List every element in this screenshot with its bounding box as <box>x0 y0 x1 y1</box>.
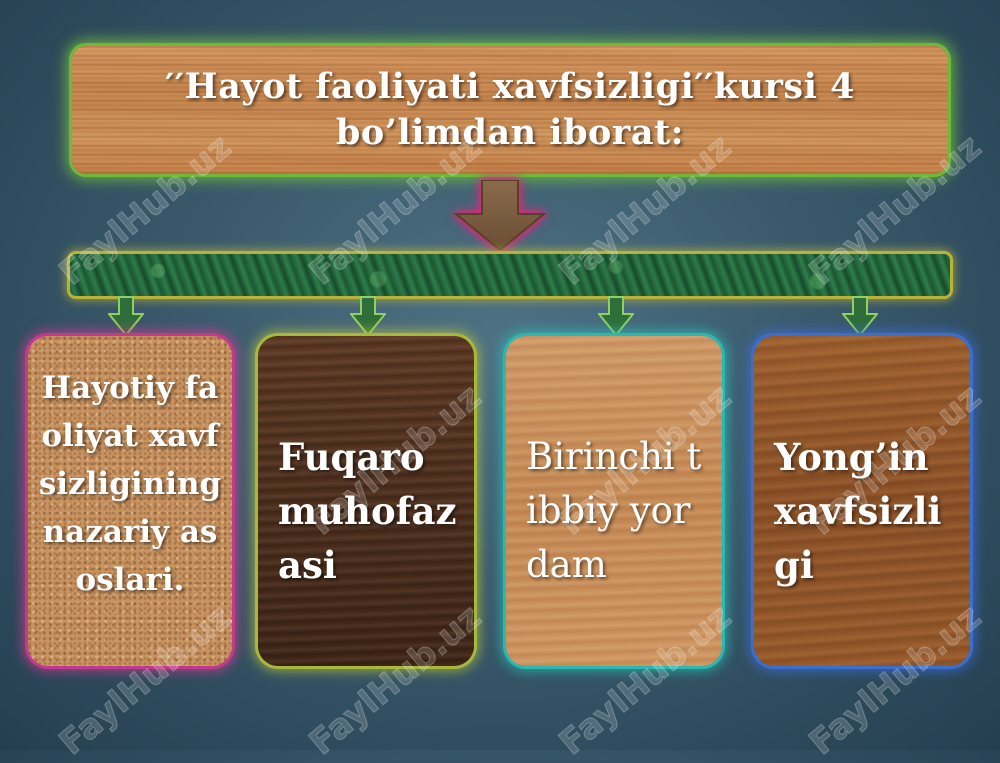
section-label: Hayotiy faoliyat xavfsizligining nazariy… <box>38 370 222 598</box>
section-label: Fuqaro muhofazasi <box>278 435 457 587</box>
arrow-down-icon <box>598 296 634 336</box>
arrow-down-icon <box>350 296 386 336</box>
section-label: Birinchi tibbiy yordam <box>526 435 702 586</box>
down-arrow-icon <box>454 180 546 250</box>
title-banner: ′′Hayot faoliyati xavfsizligi′′kursi 4 b… <box>72 46 948 174</box>
arrow-down-icon <box>108 296 144 336</box>
section-label: Yong’in xavfsizligi <box>774 435 942 587</box>
connector-bar <box>70 254 950 296</box>
arrow-down-icon <box>842 296 878 336</box>
section-card-3: Birinchi tibbiy yordam <box>506 336 722 666</box>
section-card-2: Fuqaro muhofazasi <box>258 336 474 666</box>
section-card-4: Yong’in xavfsizligi <box>754 336 970 666</box>
title-text: ′′Hayot faoliyati xavfsizligi′′kursi 4 b… <box>165 66 855 153</box>
section-card-1: Hayotiy faoliyat xavfsizligining nazariy… <box>28 336 232 666</box>
